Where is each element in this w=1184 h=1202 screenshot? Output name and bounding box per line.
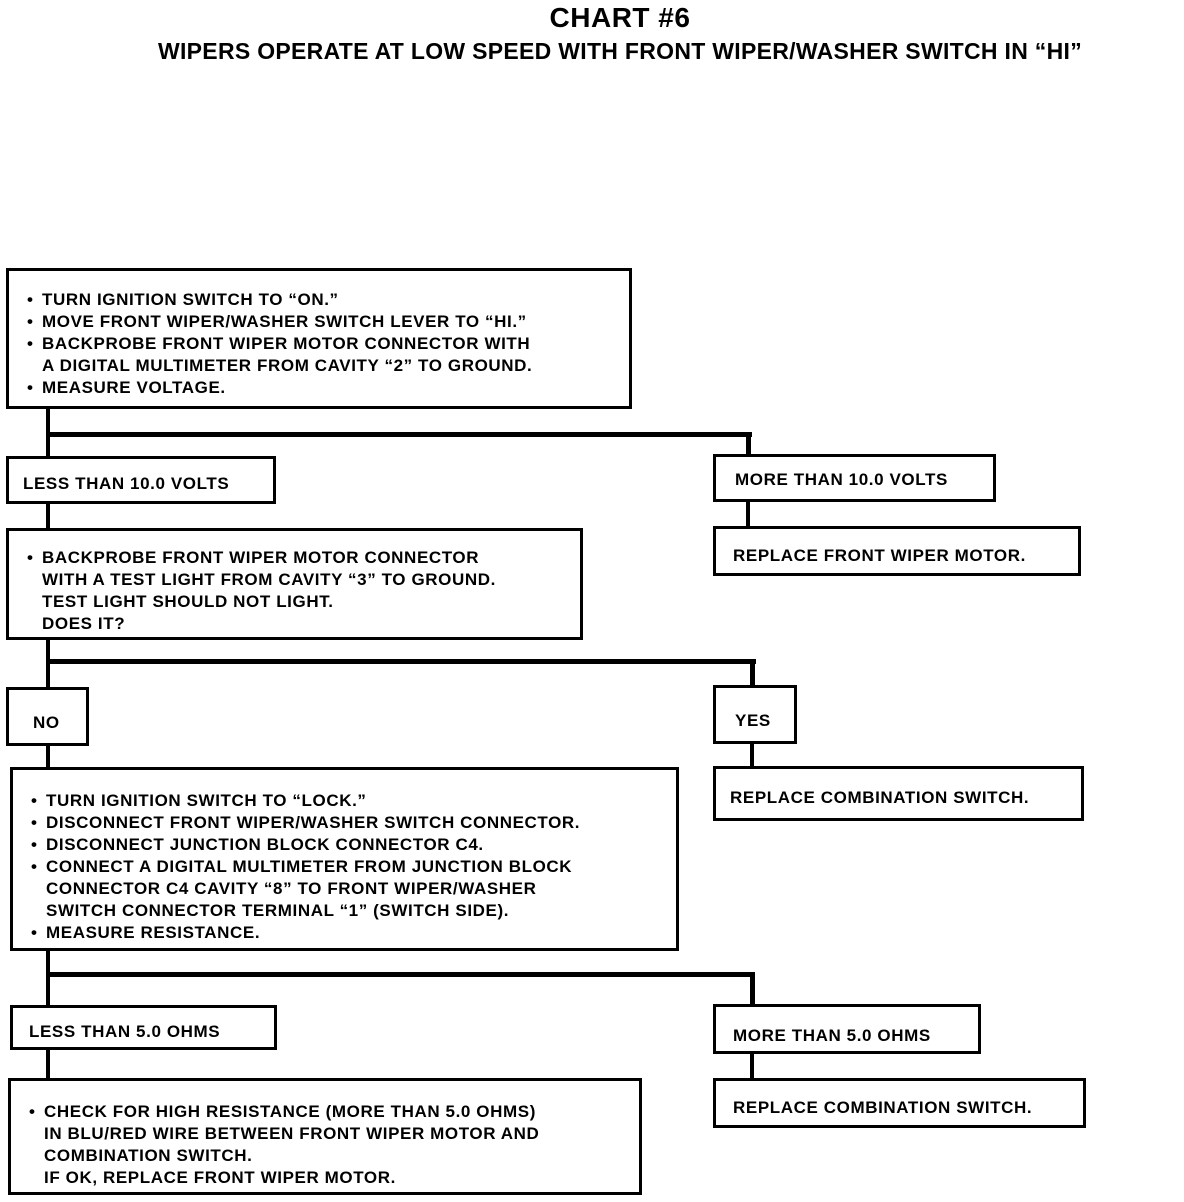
action-replace-front-wiper-motor: REPLACE FRONT WIPER MOTOR. [713,526,1081,576]
step-line: DISCONNECT FRONT WIPER/WASHER SWITCH CON… [27,812,676,834]
connector-line [46,432,752,437]
connector-line [746,432,751,456]
step-line: TEST LIGHT SHOULD NOT LIGHT. [42,592,334,611]
connector-line [750,659,755,687]
result-no: NO [6,687,89,746]
step-test-light-box: BACKPROBE FRONT WIPER MOTOR CONNECTOR WI… [6,528,583,640]
step-line: MEASURE VOLTAGE. [23,377,629,399]
connector-line [750,1052,754,1080]
connector-line [46,502,50,530]
step-line: BACKPROBE FRONT WIPER MOTOR CONNECTOR [23,547,580,569]
step-line: COMBINATION SWITCH. [44,1146,253,1165]
step-line: CONNECT A DIGITAL MULTIMETER FROM JUNCTI… [27,856,676,878]
connector-line [46,659,756,664]
step-check-wire-resistance-box: CHECK FOR HIGH RESISTANCE (MORE THAN 5.0… [8,1078,642,1195]
step-line: A DIGITAL MULTIMETER FROM CAVITY “2” TO … [42,356,533,375]
action-replace-combination-switch: REPLACE COMBINATION SWITCH. [713,766,1084,821]
step-measure-resistance-box: TURN IGNITION SWITCH TO “LOCK.” DISCONNE… [10,767,679,951]
step-line: MEASURE RESISTANCE. [27,922,676,944]
chart-subtitle: WIPERS OPERATE AT LOW SPEED WITH FRONT W… [157,38,1083,64]
result-less-than-10-volts: LESS THAN 10.0 VOLTS [6,456,276,504]
chart-title: CHART #6 [549,2,691,33]
step-line: DOES IT? [42,614,126,633]
step-line: TURN IGNITION SWITCH TO “ON.” [23,289,629,311]
step-line: CHECK FOR HIGH RESISTANCE (MORE THAN 5.0… [25,1101,639,1123]
step-line: WITH A TEST LIGHT FROM CAVITY “3” TO GRO… [42,570,496,589]
result-yes: YES [713,685,797,744]
result-more-than-10-volts: MORE THAN 10.0 VOLTS [713,454,996,502]
step-line: MOVE FRONT WIPER/WASHER SWITCH LEVER TO … [23,311,629,333]
connector-line [46,1048,50,1080]
connector-line [46,972,755,977]
connector-line [46,949,50,1007]
connector-line [750,742,754,768]
action-replace-combination-switch: REPLACE COMBINATION SWITCH. [713,1078,1086,1128]
step-line: IF OK, REPLACE FRONT WIPER MOTOR. [44,1168,396,1187]
result-less-than-5-ohms: LESS THAN 5.0 OHMS [10,1005,277,1050]
step-line: TURN IGNITION SWITCH TO “LOCK.” [27,790,676,812]
connector-line [46,744,50,769]
step-line: BACKPROBE FRONT WIPER MOTOR CONNECTOR WI… [23,333,629,355]
step-measure-voltage-box: TURN IGNITION SWITCH TO “ON.” MOVE FRONT… [6,268,632,409]
connector-line [746,500,750,528]
connector-line [750,972,755,1006]
result-more-than-5-ohms: MORE THAN 5.0 OHMS [713,1004,981,1054]
step-line: IN BLU/RED WIRE BETWEEN FRONT WIPER MOTO… [44,1124,540,1143]
step-line: SWITCH CONNECTOR TERMINAL “1” (SWITCH SI… [46,901,510,920]
step-line: CONNECTOR C4 CAVITY “8” TO FRONT WIPER/W… [46,879,537,898]
step-line: DISCONNECT JUNCTION BLOCK CONNECTOR C4. [27,834,676,856]
